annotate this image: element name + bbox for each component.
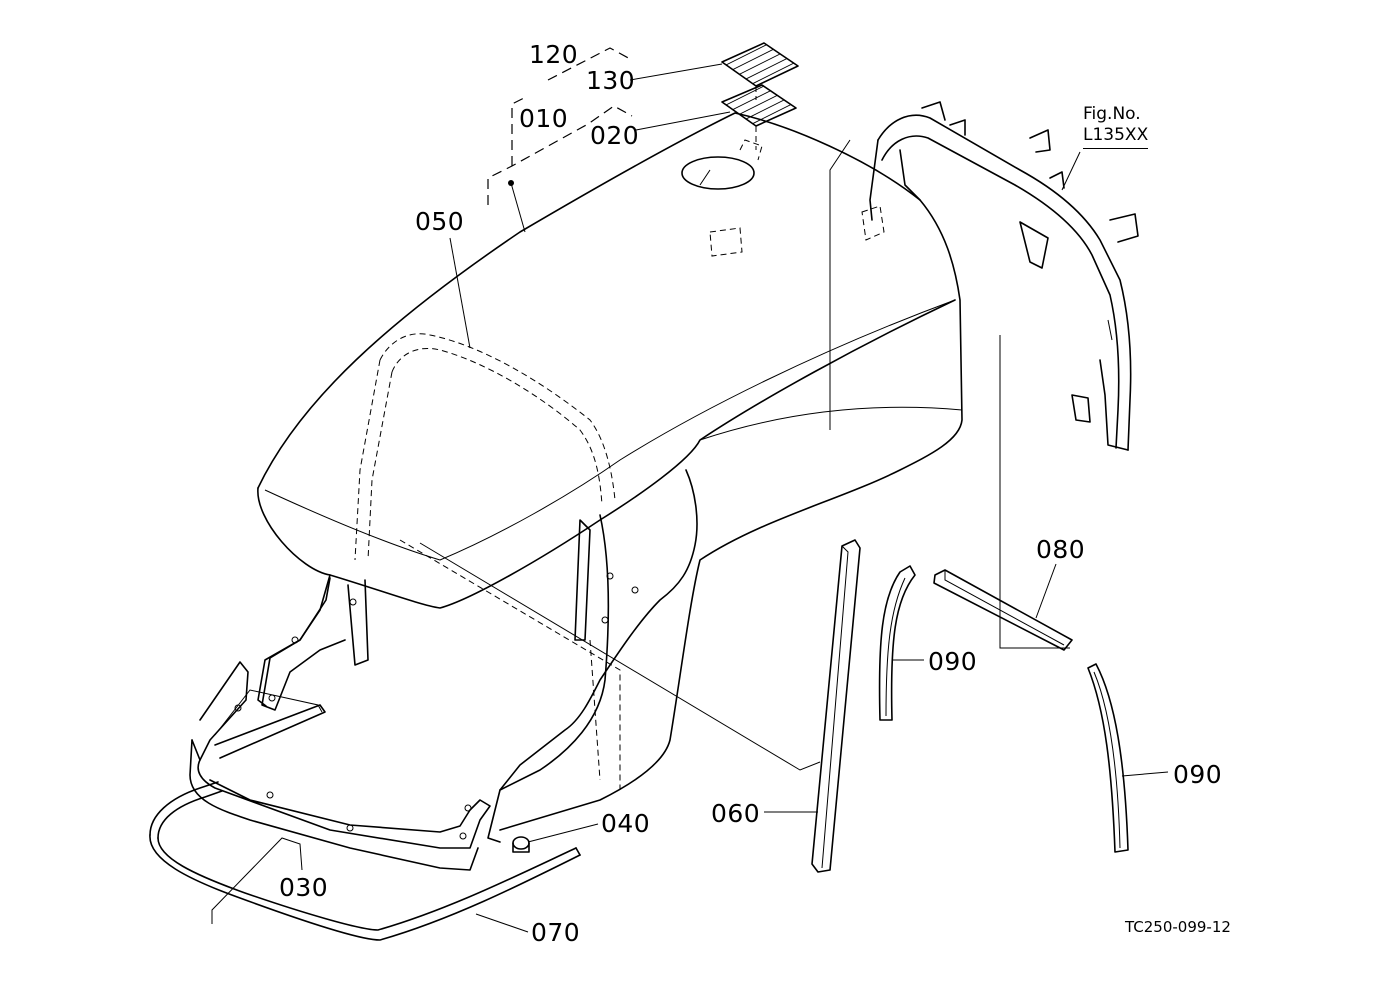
seal-090-upper — [878, 565, 916, 721]
leader-030 — [211, 837, 303, 924]
leader-figno — [1061, 151, 1081, 191]
callout-130: 130 — [586, 66, 636, 95]
callout-020: 020 — [590, 121, 640, 150]
leader-080 — [1035, 563, 1057, 619]
figure-reference: Fig.No. L135XX — [1083, 104, 1149, 149]
figure-reference-number: L135XX — [1083, 125, 1149, 149]
callout-120: 120 — [529, 40, 579, 69]
rear-frame-assembly — [869, 101, 1139, 451]
inner-bracket-left — [261, 577, 369, 711]
strip-080 — [933, 569, 1073, 651]
seal-070 — [149, 781, 581, 941]
bracket-120 — [547, 47, 633, 81]
leader-130 — [629, 63, 723, 81]
bracket-010 — [487, 105, 633, 205]
leader-010 — [510, 182, 526, 233]
callout-040: 040 — [601, 809, 651, 838]
leader-070 — [475, 913, 529, 933]
figure-reference-prefix: Fig.No. — [1083, 104, 1141, 124]
callout-030: 030 — [279, 873, 329, 902]
strip-060 — [811, 539, 861, 873]
drawing-code: TC250-099-12 — [1125, 918, 1231, 936]
front-support-030 — [189, 661, 491, 871]
hood-050 — [257, 112, 963, 831]
callout-070: 070 — [531, 918, 581, 947]
leader-040 — [527, 823, 599, 843]
inner-bracket-right — [487, 514, 639, 843]
callout-050: 050 — [415, 207, 465, 236]
callout-060: 060 — [711, 799, 761, 828]
callout-080: 080 — [1036, 535, 1086, 564]
leader-020 — [635, 111, 731, 131]
callout-010: 010 — [519, 104, 569, 133]
seal-090-lower — [1087, 663, 1129, 853]
leader-050 — [449, 237, 471, 349]
callout-090-upper: 090 — [928, 647, 978, 676]
leader-090b — [1121, 771, 1169, 777]
callout-090-lower: 090 — [1173, 760, 1223, 789]
decal-020 — [721, 84, 797, 127]
nut-040 — [512, 836, 530, 853]
